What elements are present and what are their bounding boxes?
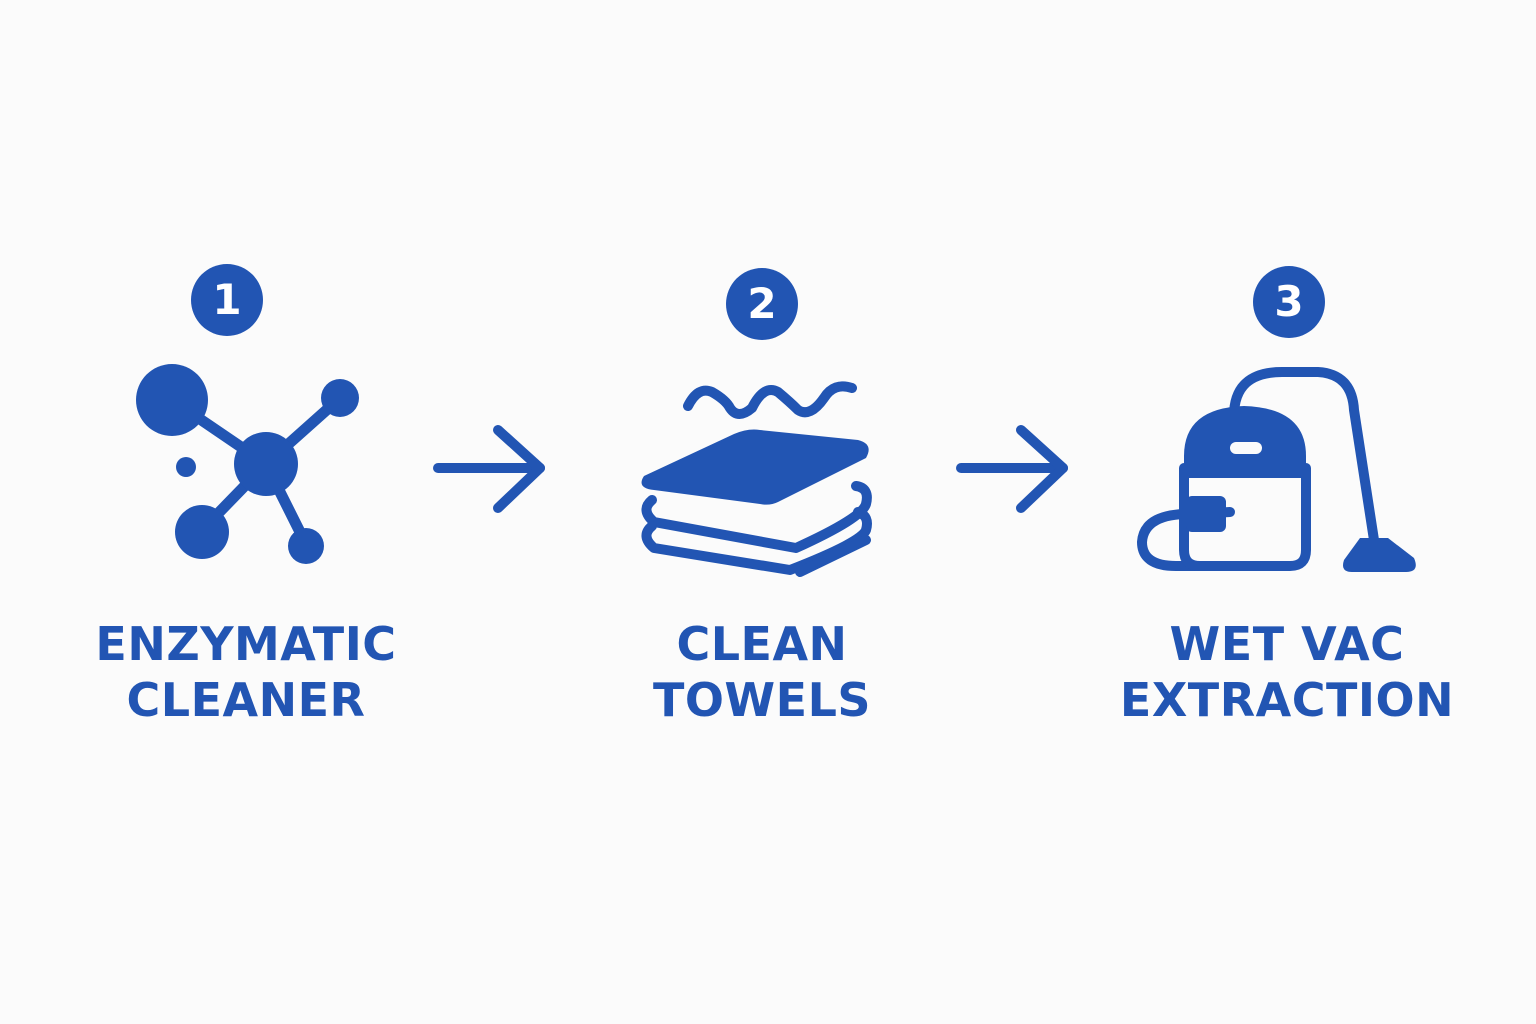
step-3-label: WET VAC EXTRACTION — [1087, 616, 1487, 728]
molecule-icon — [136, 364, 359, 564]
step-1-label-line2: CLEANER — [126, 673, 366, 727]
step-3-label-line1: WET VAC — [1169, 617, 1405, 671]
step-2-label: CLEAN TOWELS — [562, 616, 962, 728]
step-2-badge: 2 — [726, 268, 798, 340]
step-1-badge: 1 — [191, 264, 263, 336]
arrow-right-icon — [956, 425, 1068, 513]
step-2-label-line2: TOWELS — [652, 673, 872, 727]
arrow-right-icon — [433, 425, 545, 513]
step-3-badge: 3 — [1253, 266, 1325, 338]
step-2-label-line1: CLEAN — [676, 617, 848, 671]
wet-vac-icon — [1137, 367, 1416, 572]
step-1-label-line1: ENZYMATIC — [95, 617, 397, 671]
towels-icon — [641, 381, 872, 577]
step-1-label: ENZYMATIC CLEANER — [46, 616, 446, 728]
step-3-label-line2: EXTRACTION — [1119, 673, 1455, 727]
